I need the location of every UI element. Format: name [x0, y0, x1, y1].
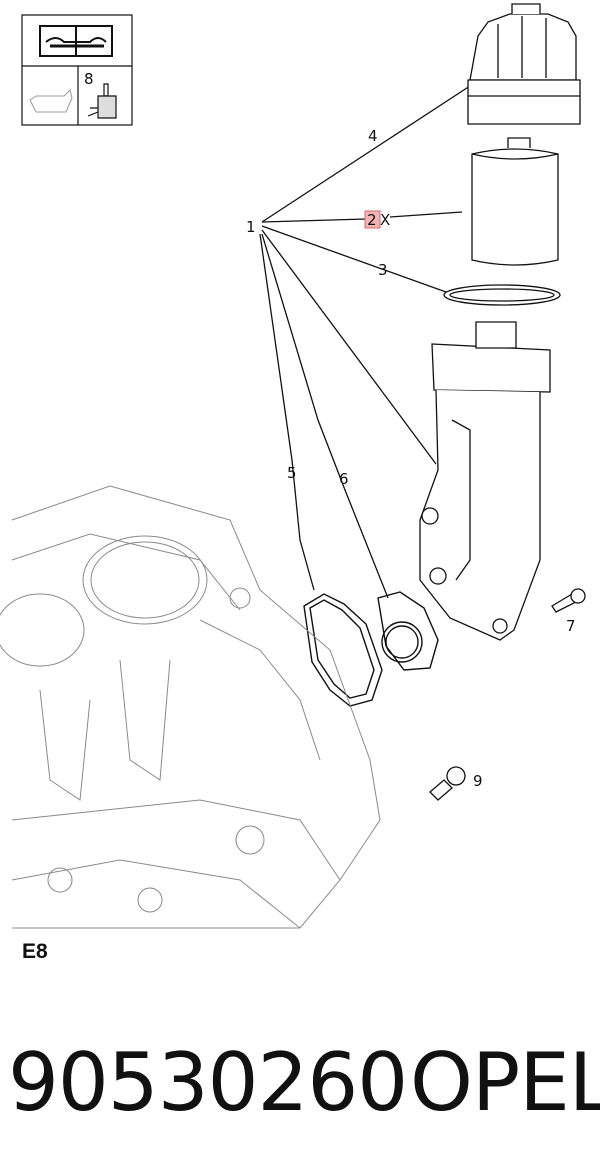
part-number: 90530260: [8, 1036, 408, 1129]
repair-manual-icon: [39, 25, 113, 57]
callout-3: 3: [378, 261, 388, 279]
callout-6: 6: [339, 470, 349, 488]
legend-ref-number: 8: [84, 70, 94, 88]
housing-gasket: [303, 593, 383, 707]
callout-7: 7: [566, 617, 576, 635]
engine-block: [0, 485, 381, 929]
section-code: E8: [22, 940, 48, 963]
oil-can-icon: [29, 89, 73, 113]
oil-cooler-gasket: [377, 591, 439, 671]
oil-pressure-sensor: [429, 766, 466, 801]
callout-1: 1: [246, 218, 256, 236]
exploded-parts-diagram: 8: [0, 3, 586, 929]
filter-element: [471, 137, 559, 266]
brand-name: OPEL: [410, 1036, 600, 1129]
legend-box: [21, 14, 133, 126]
callout-2: 2: [367, 211, 377, 229]
oil-filter-housing: [419, 321, 551, 641]
mounting-bolt: [551, 588, 586, 613]
callout-2-highlight: [364, 210, 381, 229]
callout-5: 5: [287, 464, 297, 482]
callout-9: 9: [473, 772, 483, 790]
grease-gun-icon: [87, 83, 117, 119]
leader-lines: [259, 81, 477, 599]
callout-2-quantity: X: [380, 211, 390, 229]
o-ring-seal: [443, 284, 561, 306]
oil-filter-cap: [467, 3, 581, 125]
callout-4: 4: [368, 127, 378, 145]
